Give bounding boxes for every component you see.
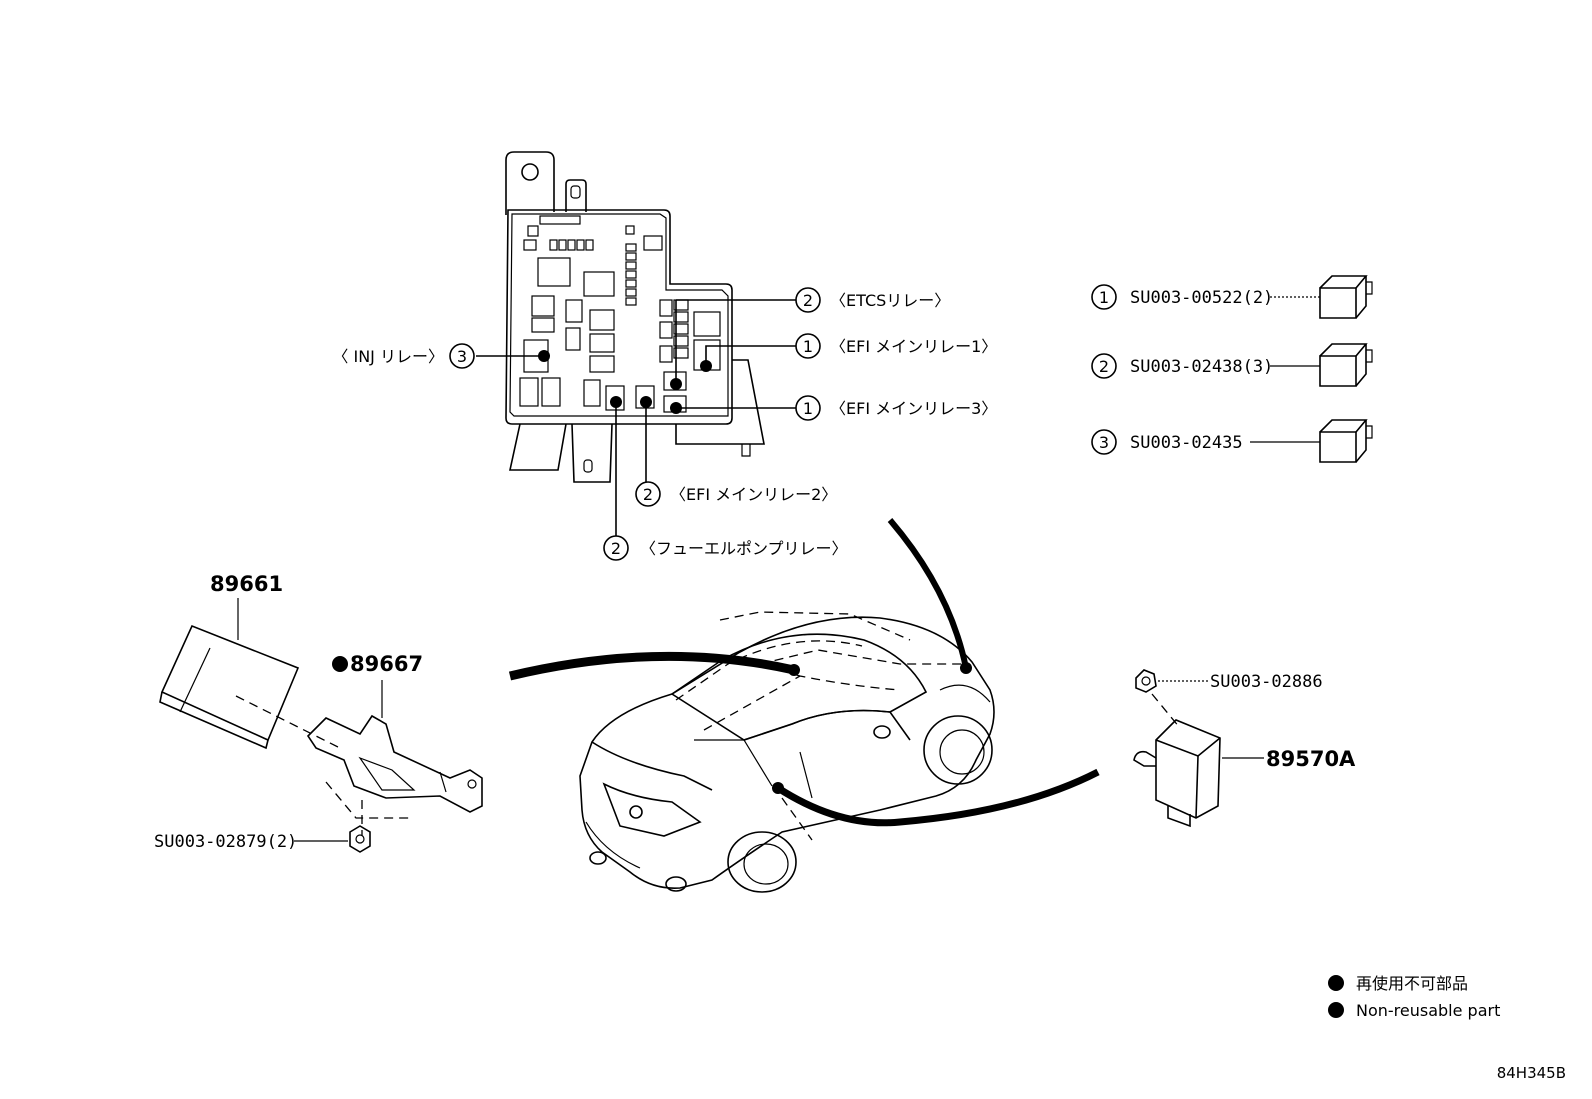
relay-part-list: 1 SU003-00522(2) 2 SU003-02438(3) xyxy=(1091,275,1373,463)
relay-part-2-code: SU003-02438(3) xyxy=(1130,357,1273,377)
callout-efi-main-3-number: 1 xyxy=(803,399,813,418)
legend-jp: 再使用不可部品 xyxy=(1356,974,1468,993)
rear-wheel xyxy=(727,831,797,893)
part-clip-su003-02886: SU003-02886 xyxy=(1210,672,1323,692)
front-wheel xyxy=(923,715,993,785)
relay-part-3-code: SU003-02435 xyxy=(1130,433,1243,453)
nut-icon xyxy=(349,825,371,853)
legend-dot-jp xyxy=(1328,975,1344,991)
relay-box xyxy=(476,151,796,536)
car-illustration xyxy=(508,518,1100,893)
relay-part-1-number: 1 xyxy=(1099,288,1109,307)
ecu-unit xyxy=(159,624,300,750)
relay-icon xyxy=(1319,343,1373,387)
callout-fuel-pump: 2 〈フューエルポンプリレー〉 xyxy=(603,535,848,561)
relay-icon xyxy=(1319,275,1373,319)
ecu-bracket xyxy=(306,714,483,813)
module-box xyxy=(1133,719,1221,828)
label-efi-main-relay-1: 〈EFI メインリレー1〉 xyxy=(830,337,997,356)
label-inj-relay: 〈 INJ リレー〉 xyxy=(332,347,444,366)
relay-part-row-1: 1 SU003-00522(2) xyxy=(1091,275,1373,319)
part-bracket-89667: 89667 xyxy=(350,652,423,676)
legend-dot-en xyxy=(1328,1002,1344,1018)
callout-etcs-number: 2 xyxy=(803,291,813,310)
relay-icon xyxy=(1319,419,1373,463)
relay-part-row-2: 2 SU003-02438(3) xyxy=(1091,343,1373,387)
part-module-89570a: 89570A xyxy=(1266,747,1356,771)
label-fuel-pump-relay: 〈フューエルポンプリレー〉 xyxy=(640,539,848,558)
part-nut-su003-02879: SU003-02879(2) xyxy=(154,832,297,852)
relay-part-2-number: 2 xyxy=(1099,357,1109,376)
relay-part-row-3: 3 SU003-02435 xyxy=(1091,419,1373,463)
part-ecu-89661: 89661 xyxy=(210,572,283,596)
ecu-assembly: 89661 89667 SU003-02879(2) xyxy=(154,572,483,853)
relay-part-3-number: 3 xyxy=(1099,433,1109,452)
callout-inj-number: 3 xyxy=(457,347,467,366)
label-efi-main-relay-2: 〈EFI メインリレー2〉 xyxy=(670,485,837,504)
non-reusable-dot xyxy=(332,656,348,672)
callout-fuel-pump-number: 2 xyxy=(611,539,621,558)
right-module-assembly: SU003-02886 89570A xyxy=(1133,669,1356,828)
callout-efi-main-2-number: 2 xyxy=(643,485,653,504)
callout-efi-main-1-number: 1 xyxy=(803,337,813,356)
label-etcs-relay: 〈ETCSリレー〉 xyxy=(830,291,950,310)
callout-efi-main-1: 1 〈EFI メインリレー1〉 xyxy=(795,333,997,359)
callout-inj: 3 〈 INJ リレー〉 xyxy=(332,343,475,369)
callout-efi-main-3: 1 〈EFI メインリレー3〉 xyxy=(795,395,997,421)
clip-icon xyxy=(1135,669,1157,693)
callout-etcs: 2 〈ETCSリレー〉 xyxy=(795,287,950,313)
legend: 再使用不可部品 Non-reusable part xyxy=(1328,974,1500,1020)
callout-efi-main-2: 2 〈EFI メインリレー2〉 xyxy=(635,481,837,507)
legend-en: Non-reusable part xyxy=(1356,1001,1500,1020)
diagram-code: 84H345B xyxy=(1497,1064,1566,1082)
label-efi-main-relay-3: 〈EFI メインリレー3〉 xyxy=(830,399,997,418)
relay-part-1-code: SU003-00522(2) xyxy=(1130,288,1273,308)
